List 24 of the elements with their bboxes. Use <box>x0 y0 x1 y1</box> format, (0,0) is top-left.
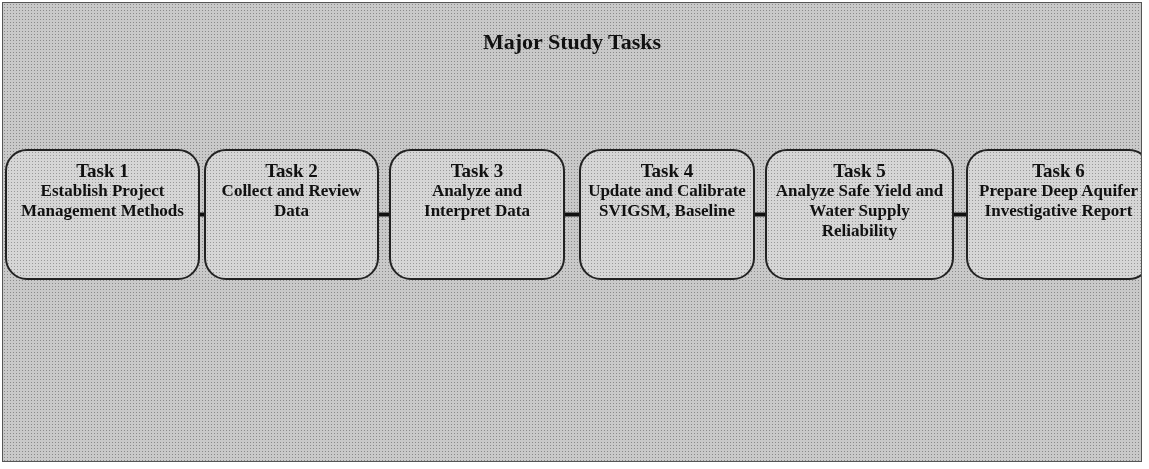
task-number: Task 1 <box>76 161 129 181</box>
task-description: Update and Calibrate SVIGSM, Baseline <box>587 181 747 221</box>
task-description: Analyze and Interpret Data <box>423 181 531 221</box>
connector-line <box>200 212 204 217</box>
task-number: Task 5 <box>833 161 886 181</box>
task-number: Task 3 <box>450 161 504 181</box>
task-box <box>204 149 379 280</box>
task-description: Establish Project Management Methods <box>20 181 185 221</box>
task-box <box>579 149 755 280</box>
task-description: Collect and Review Data <box>220 181 363 221</box>
task-box <box>5 149 200 280</box>
connector-line <box>755 212 765 217</box>
task-box <box>765 149 954 280</box>
task-description: Prepare Deep Aquifer Investigative Report <box>978 181 1139 221</box>
task-number: Task 2 <box>265 161 318 181</box>
task-number: Task 4 <box>640 161 694 181</box>
task-box <box>966 149 1141 280</box>
title: Major Study Tasks <box>481 29 663 55</box>
task-description: Analyze Safe Yield and Water Supply Reliability <box>774 181 945 241</box>
connector-line <box>379 212 389 217</box>
task-box <box>389 149 565 280</box>
connector-line <box>565 212 579 217</box>
connector-line <box>954 212 966 217</box>
task-number: Task 6 <box>1032 161 1085 181</box>
